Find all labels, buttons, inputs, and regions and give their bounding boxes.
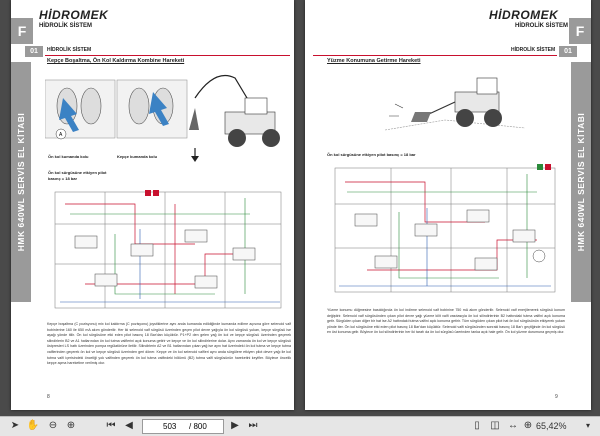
svg-text:A: A [59, 132, 63, 138]
subsection-label: HİDROLİK SİSTEM [47, 47, 92, 53]
chevron-down-icon[interactable]: ▾ [585, 421, 590, 430]
zoom-in-icon[interactable]: ⊕ [66, 420, 76, 431]
brand-logo: HİDROMEK [489, 8, 559, 22]
last-page-icon[interactable]: ⏭ [248, 420, 258, 431]
joystick-illustration: A [45, 74, 280, 162]
manual-sidebar: HMK 640WL SERVİS EL KİTABI [11, 62, 31, 302]
viewer-toolbar: ➤ ✋ ⊖ ⊕ ⏮ ◀ 503 / 800 ▶ ⏭ ▯ ◫ ↔ ⊕ 65,42%… [0, 416, 600, 436]
zoom-menu-icon[interactable]: ⊕ [523, 420, 533, 431]
caption-boom-lever: Ön kol kumanda kolu [48, 154, 89, 159]
zoom-level[interactable]: 65,42% [536, 421, 567, 431]
first-page-icon[interactable]: ⏮ [106, 420, 116, 431]
manual-sidebar: HMK 640WL SERVİS EL KİTABI [571, 62, 591, 302]
cursor-icon[interactable]: ➤ [10, 420, 20, 431]
chapter-number: 01 [25, 46, 43, 57]
page-number: 8 [47, 394, 50, 400]
header-rule [313, 55, 557, 56]
current-page-input[interactable]: 503 [163, 422, 177, 431]
single-page-icon[interactable]: ▯ [474, 420, 480, 431]
loader-illustration [385, 77, 525, 131]
page-number-field[interactable]: 503 / 800 [142, 419, 224, 434]
page-number: 9 [555, 394, 558, 400]
caption-bucket-lever: Kepçe kumanda kolu [117, 154, 158, 159]
hand-icon[interactable]: ✋ [26, 420, 40, 431]
two-page-icon[interactable]: ◫ [490, 420, 500, 431]
page-title: Kepçe Boşaltma, Ön Kol Kaldırma Kombine … [47, 58, 185, 64]
prev-page-icon[interactable]: ◀ [125, 420, 133, 431]
pressure-note-line1: Ön kol sürgüsüne etkiyen pilot [48, 170, 107, 175]
subsection-label: HİDROLİK SİSTEM [511, 47, 556, 53]
chapter-number: 01 [559, 46, 577, 57]
total-pages: / 800 [189, 422, 207, 431]
hydraulic-schematic-right [327, 160, 563, 300]
body-paragraph: Kepçe boşaltma (C pozisyonu) mix kol kal… [47, 322, 291, 366]
page-title: Yüzme Konumuna Getirme Hareketi [327, 58, 421, 64]
left-page: HİDROMEK HİDROLİK SİSTEM F 01 HMK 640WL … [11, 0, 294, 410]
pressure-note: Ön kol sürgüsüne etkiyen pilot basınç = … [327, 152, 416, 157]
body-paragraph: Yüzme konumu düğmesine basıldığında ön k… [327, 308, 565, 335]
fit-width-icon[interactable]: ↔ [508, 420, 518, 431]
hydraulic-schematic-left [45, 184, 291, 316]
pressure-note-line2: basınç = 18 bar [48, 176, 78, 181]
section-label: HİDROLİK SİSTEM [39, 23, 93, 29]
right-page: HİDROMEK HİDROLİK SİSTEM F 01 HMK 640WL … [305, 0, 591, 410]
next-page-icon[interactable]: ▶ [231, 420, 239, 431]
zoom-out-icon[interactable]: ⊖ [48, 420, 58, 431]
header-rule [45, 55, 290, 56]
chapter-tab: F [569, 18, 591, 44]
chapter-tab: F [11, 18, 33, 44]
brand-logo: HİDROMEK [39, 8, 109, 22]
section-label: HİDROLİK SİSTEM [515, 23, 569, 29]
